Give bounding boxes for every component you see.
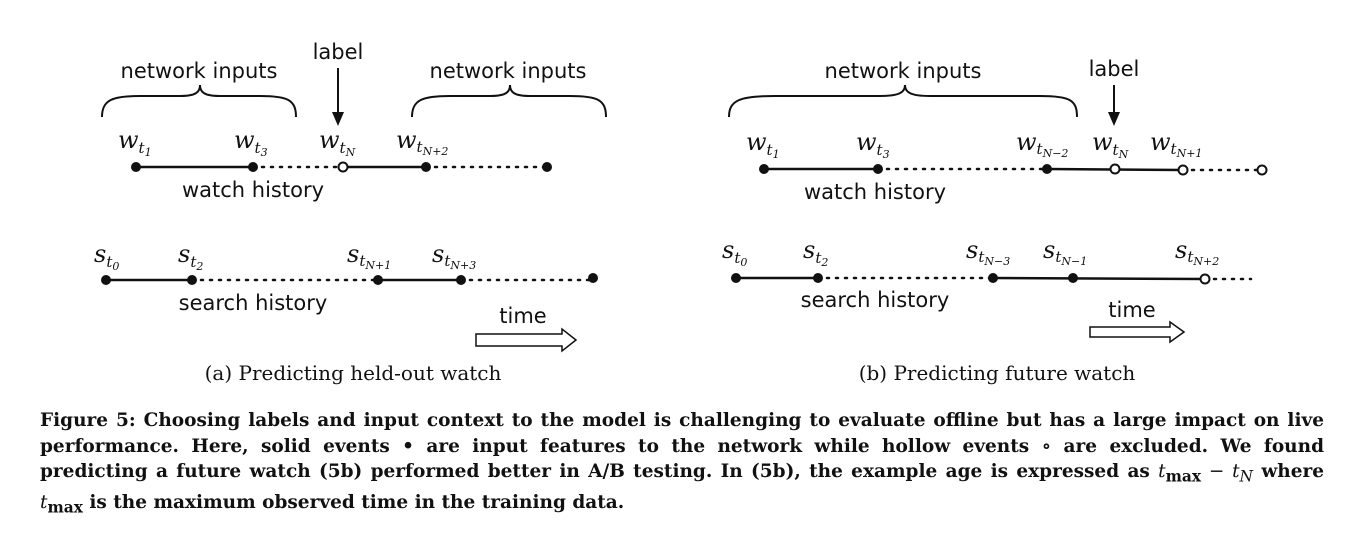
panel-b: network inputs label wt1 wt3 wtN−2 wtN w…: [722, 57, 1268, 385]
time-arrow: [1089, 320, 1186, 344]
watch-event-solid: [873, 164, 883, 174]
search-event-solid: [731, 273, 741, 283]
watch-event-hollow: [337, 161, 349, 173]
label-text: label: [313, 40, 364, 64]
watch-label-w-t3: wt3: [856, 128, 890, 161]
t-n-symbol: t: [1232, 461, 1240, 482]
search-event-solid: [456, 275, 466, 285]
network-inputs-right-label: network inputs: [430, 59, 587, 83]
panel-a: network inputs network inputs label wt1 …: [94, 40, 607, 385]
search-event-solid: [373, 275, 383, 285]
search-label-s-tN-1: stN−1: [1043, 236, 1087, 268]
minus-sign: −: [1201, 461, 1233, 482]
search-label-s-t0: st0: [94, 240, 119, 273]
label-text: label: [1089, 57, 1140, 81]
search-event-hollow: [1199, 273, 1211, 285]
search-label-s-tN+3: stN+3: [432, 240, 476, 272]
watch-label-w-t1: wt1: [746, 128, 780, 161]
watch-event-solid: [542, 162, 552, 172]
n-subscript: N: [1239, 467, 1254, 486]
brace-network-inputs: [728, 84, 1078, 118]
subcaption-b: (b) Predicting future watch: [859, 361, 1136, 385]
watch-event-hollow: [1177, 164, 1189, 176]
watch-event-solid: [421, 162, 431, 172]
search-event-solid: [988, 273, 998, 283]
watch-label-w-tN: wtN: [1092, 128, 1129, 161]
brace-network-inputs-right: [411, 84, 607, 118]
watch-label-w-tN-2: wtN−2: [1016, 128, 1068, 160]
search-event-solid: [813, 273, 823, 283]
search-history-label: search history: [179, 291, 328, 315]
watch-event-hollow: [1256, 164, 1268, 176]
max-subscript: max: [47, 498, 83, 517]
watch-event-hollow: [1109, 163, 1121, 175]
watch-label-w-t3: wt3: [234, 126, 268, 159]
brace-network-inputs-left: [101, 84, 297, 118]
watch-history-label: watch history: [804, 180, 946, 204]
label-arrow-head: [1108, 112, 1120, 126]
search-event-solid: [101, 275, 111, 285]
watch-event-solid: [759, 164, 769, 174]
t-max-symbol: t: [1158, 461, 1166, 482]
caption-text-3: is the maximum observed time in the trai…: [82, 492, 625, 514]
time-label: time: [1108, 298, 1155, 322]
watch-event-solid: [1042, 164, 1052, 174]
caption-text-2: where: [1253, 461, 1325, 482]
network-inputs-label: network inputs: [825, 59, 982, 83]
subcaption-a: (a) Predicting held-out watch: [205, 361, 502, 385]
time-label: time: [499, 304, 546, 328]
search-label-s-tN-3: stN−3: [966, 236, 1010, 268]
search-label-s-tN+2: stN+2: [1175, 236, 1219, 268]
network-inputs-left-label: network inputs: [121, 59, 278, 83]
watch-label-w-tN+2: wtN+2: [396, 126, 448, 158]
watch-event-solid: [248, 162, 258, 172]
search-history-label: search history: [801, 288, 950, 312]
time-arrow: [475, 327, 578, 353]
t-max-symbol: t: [40, 492, 48, 514]
watch-event-solid: [131, 162, 141, 172]
search-event-solid: [187, 275, 197, 285]
label-arrow-head: [332, 112, 344, 126]
search-label-s-t2: st2: [803, 236, 828, 269]
caption-text-1: Figure 5: Choosing labels and input cont…: [40, 410, 1324, 482]
search-event-solid: [588, 273, 598, 283]
figure-caption: Figure 5: Choosing labels and input cont…: [40, 408, 1324, 521]
max-subscript: max: [1165, 467, 1202, 486]
search-label-s-t0: st0: [722, 236, 747, 269]
search-label-s-t2: st2: [178, 240, 203, 273]
search-label-s-tN+1: stN+1: [347, 240, 391, 272]
figure-5-diagram: network inputs network inputs label wt1 …: [94, 40, 1268, 385]
watch-label-w-tN: wtN: [319, 126, 356, 159]
watch-history-label: watch history: [182, 178, 324, 202]
watch-label-w-tN+1: wtN+1: [1150, 128, 1202, 160]
search-solid-2: [992, 276, 1206, 281]
search-event-solid: [1068, 273, 1078, 283]
watch-label-w-t1: wt1: [118, 126, 152, 159]
